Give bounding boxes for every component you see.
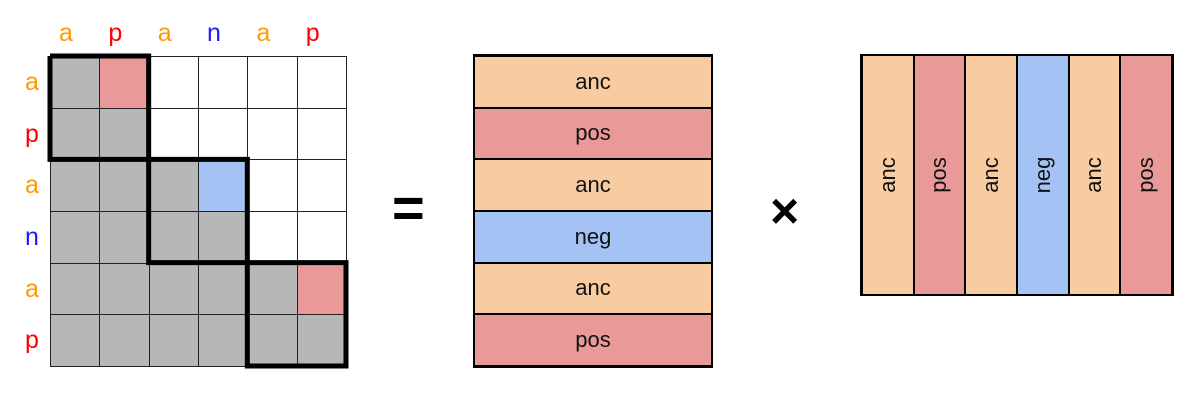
matrix-cell: [50, 159, 101, 212]
column-vector-entry: anc: [475, 159, 711, 211]
matrix-cell: [197, 107, 249, 161]
column-label: p: [108, 19, 123, 47]
row-vector-entry-label: anc: [1081, 157, 1107, 193]
equals-operator: =: [392, 176, 425, 239]
row-vector-entry-label: neg: [1029, 156, 1055, 194]
row-vector-entry: anc: [965, 56, 1017, 294]
block-outline-path: [47, 53, 349, 369]
block-outline: [47, 53, 349, 369]
matrix-cell: [296, 107, 347, 161]
row-vector-entry: neg: [1017, 56, 1069, 294]
column-vector-entry: pos: [475, 107, 711, 160]
column-label: a: [256, 19, 271, 47]
row-vector-entry: anc: [1068, 56, 1121, 294]
row-vector-entry-label: anc: [874, 157, 900, 193]
row-label: p: [25, 326, 39, 355]
matrix-cell: [148, 262, 199, 316]
column-vector-entry: pos: [475, 314, 711, 366]
column-vector-entry: anc: [475, 56, 711, 108]
row-vector-entry-label: pos: [1133, 157, 1159, 193]
row-label: a: [25, 171, 39, 200]
row-vector-entry-label: pos: [926, 157, 952, 193]
column-label: a: [157, 19, 172, 47]
column-vector-entry: anc: [475, 262, 711, 315]
matrix-cell: [148, 56, 199, 109]
matrix-cell: [296, 159, 347, 212]
mask-matrix: [47, 53, 349, 369]
matrix-cell: [50, 262, 101, 316]
matrix-cell: [99, 107, 150, 161]
row-label: a: [25, 274, 39, 303]
matrix-cell: [247, 107, 298, 161]
column-label: p: [305, 19, 320, 47]
row-vector-entry: pos: [1120, 56, 1172, 294]
matrix-cell: [197, 314, 249, 367]
row-label: p: [25, 119, 39, 148]
matrix-cell: [99, 56, 150, 109]
row-vector-entry: pos: [913, 56, 966, 294]
matrix-cell: [99, 211, 150, 264]
row-vector-entry: anc: [862, 56, 914, 294]
matrix-cell: [296, 56, 347, 109]
times-operator: ×: [770, 183, 800, 239]
matrix-cell: [50, 314, 101, 367]
column-label: a: [59, 19, 73, 47]
matrix-cell: [99, 159, 150, 212]
row-label: a: [25, 67, 39, 96]
matrix-cell: [197, 211, 249, 264]
column-label: n: [207, 19, 221, 47]
matrix-cell: [99, 262, 150, 316]
matrix-cell: [99, 314, 150, 367]
matrix-cell: [50, 211, 101, 264]
row-vector-entry-label: anc: [978, 157, 1004, 193]
column-vector-entry: neg: [475, 211, 711, 263]
row-label: n: [25, 222, 39, 251]
